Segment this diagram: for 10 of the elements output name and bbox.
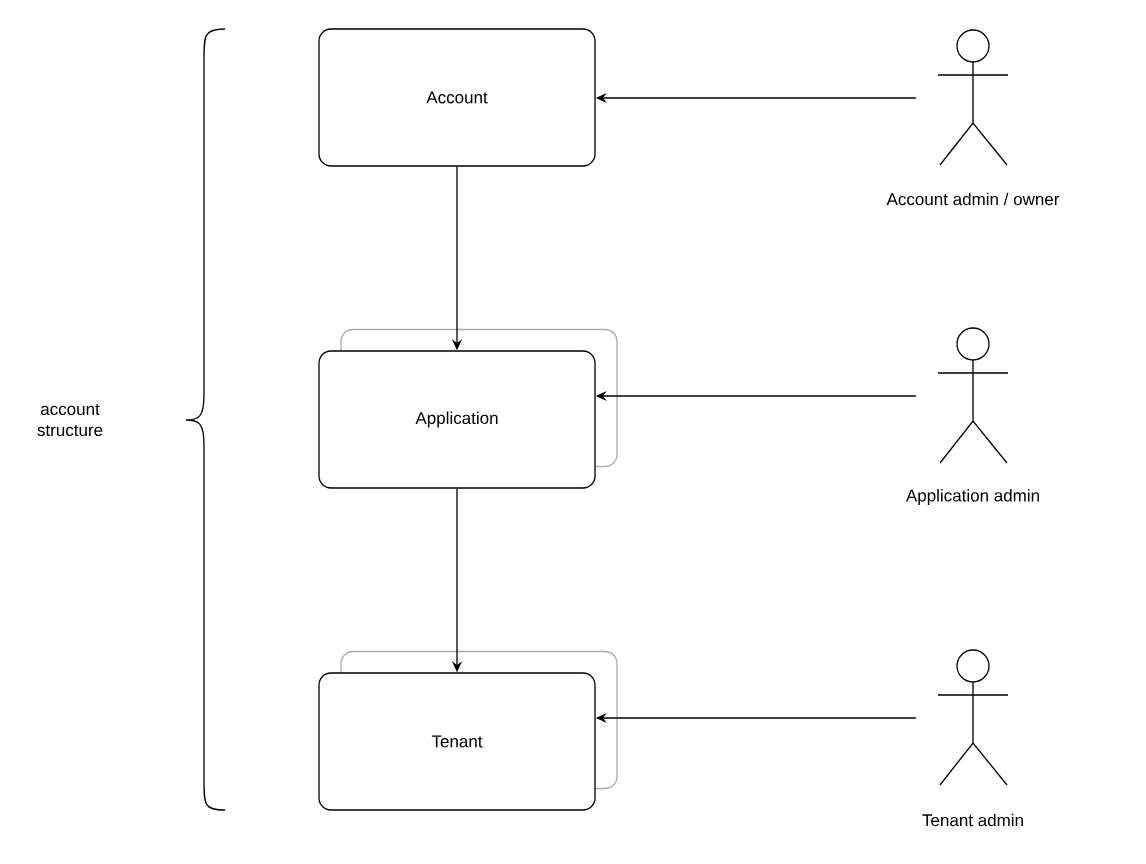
person-figure: [937, 29, 1009, 166]
brace-label: account structure: [37, 403, 103, 437]
stacked-boxes: Tenant: [318, 650, 618, 811]
process-box: Account: [318, 28, 596, 167]
person-figure: [937, 649, 1009, 786]
person-label: Account admin / owner: [886, 192, 1060, 206]
person-label: Application admin: [905, 489, 1039, 505]
stacked-boxes: Application: [318, 328, 618, 489]
person-label: Tenant admin: [922, 813, 1023, 827]
person-figure: [937, 327, 1009, 464]
